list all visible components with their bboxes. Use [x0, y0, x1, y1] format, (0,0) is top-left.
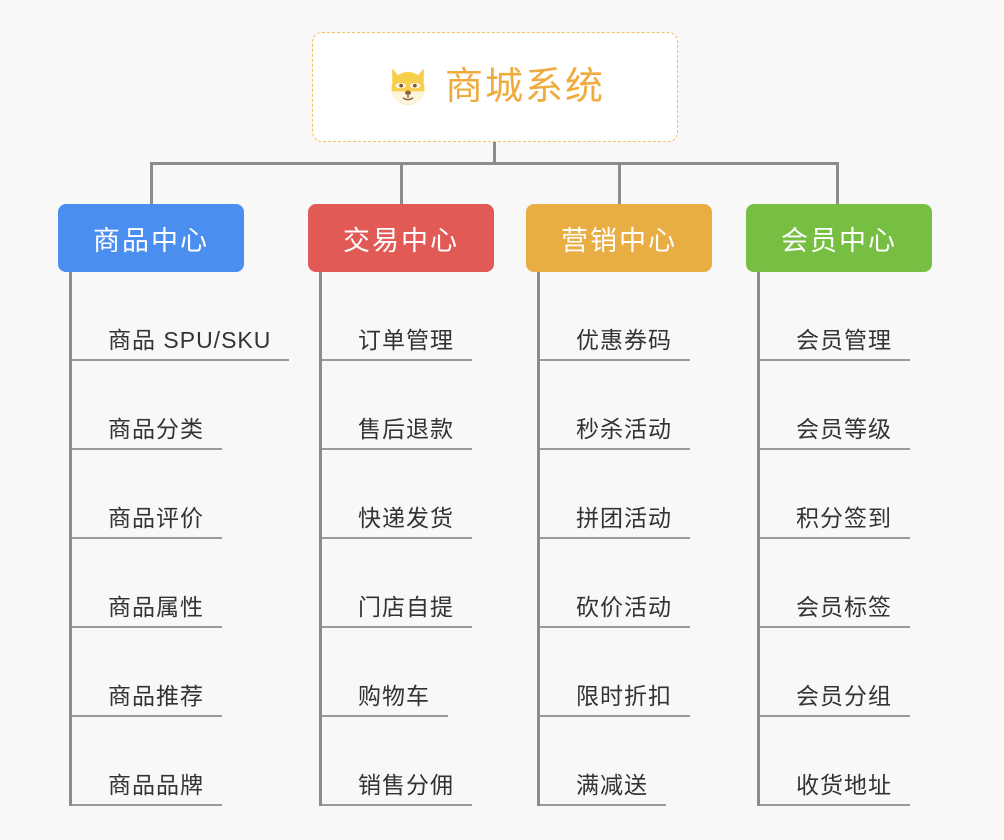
list-item[interactable]: 会员标签 — [760, 539, 932, 628]
list-item[interactable]: 销售分佣 — [322, 717, 494, 806]
connector-drop-marketing-center — [618, 162, 621, 206]
list-item[interactable]: 优惠券码 — [540, 272, 712, 361]
list-item[interactable]: 商品评价 — [72, 450, 289, 539]
list-item[interactable]: 购物车 — [322, 628, 494, 717]
list-item[interactable]: 商品品牌 — [72, 717, 289, 806]
list-item[interactable]: 商品 SPU/SKU — [72, 272, 290, 361]
list-item[interactable]: 秒杀活动 — [540, 361, 712, 450]
root-title: 商城系统 — [444, 66, 605, 108]
leaf-label: 拼团活动 — [576, 504, 672, 531]
leaf-label: 售后退款 — [358, 415, 454, 442]
list-item[interactable]: 商品推荐 — [72, 628, 289, 717]
leaf-label: 会员等级 — [796, 415, 892, 442]
connector-drop-trade-center — [400, 162, 403, 206]
leaf-label: 优惠券码 — [576, 326, 672, 353]
leaf-label: 门店自提 — [358, 593, 454, 620]
leaf-label: 订单管理 — [358, 326, 454, 353]
list-item[interactable]: 会员管理 — [760, 272, 932, 361]
category-box-trade-center[interactable]: 交易中心 — [308, 204, 494, 272]
leaf-label: 秒杀活动 — [576, 415, 672, 442]
leaf-label: 会员标签 — [796, 593, 892, 620]
list-item[interactable]: 会员分组 — [760, 628, 932, 717]
leaf-list-marketing-center: 优惠券码 秒杀活动 拼团活动 砍价活动 限时折扣 满减送 — [537, 272, 712, 806]
list-item[interactable]: 限时折扣 — [540, 628, 712, 717]
category-box-member-center[interactable]: 会员中心 — [746, 204, 932, 272]
leaf-list-member-center: 会员管理 会员等级 积分签到 会员标签 会员分组 收货地址 — [757, 272, 932, 806]
column-trade-center: 交易中心 订单管理 售后退款 快递发货 门店自提 购物车 销售分佣 — [308, 204, 494, 806]
leaf-label: 购物车 — [358, 682, 430, 709]
list-item[interactable]: 订单管理 — [322, 272, 494, 361]
leaf-label: 商品分类 — [108, 415, 204, 442]
category-box-product-center[interactable]: 商品中心 — [58, 204, 244, 272]
leaf-label: 会员管理 — [796, 326, 892, 353]
list-item[interactable]: 门店自提 — [322, 539, 494, 628]
connector-root-stem — [493, 142, 496, 164]
leaf-list-trade-center: 订单管理 售后退款 快递发货 门店自提 购物车 销售分佣 — [319, 272, 494, 806]
category-label-product-center: 商品中心 — [93, 225, 209, 256]
category-label-marketing-center: 营销中心 — [561, 225, 677, 256]
list-item[interactable]: 拼团活动 — [540, 450, 712, 539]
list-item[interactable]: 商品分类 — [72, 361, 289, 450]
list-item[interactable]: 快递发货 — [322, 450, 494, 539]
connector-horizontal-bus — [150, 162, 839, 165]
leaf-label: 限时折扣 — [576, 682, 672, 709]
connector-drop-member-center — [836, 162, 839, 206]
leaf-label: 商品 SPU/SKU — [108, 326, 272, 353]
list-item[interactable]: 满减送 — [540, 717, 712, 806]
leaf-label: 商品评价 — [108, 504, 204, 531]
leaf-list-product-center: 商品 SPU/SKU 商品分类 商品评价 商品属性 商品推荐 商品品牌 — [69, 272, 290, 806]
leaf-label: 商品品牌 — [108, 771, 204, 798]
leaf-label: 收货地址 — [796, 771, 892, 798]
column-marketing-center: 营销中心 优惠券码 秒杀活动 拼团活动 砍价活动 限时折扣 满减送 — [526, 204, 712, 806]
list-item[interactable]: 售后退款 — [322, 361, 494, 450]
list-item[interactable]: 会员等级 — [760, 361, 932, 450]
category-box-marketing-center[interactable]: 营销中心 — [526, 204, 712, 272]
column-member-center: 会员中心 会员管理 会员等级 积分签到 会员标签 会员分组 收货地址 — [746, 204, 932, 806]
list-item[interactable]: 商品属性 — [72, 539, 289, 628]
leaf-label: 砍价活动 — [576, 593, 672, 620]
leaf-label: 积分签到 — [796, 504, 892, 531]
category-label-trade-center: 交易中心 — [343, 225, 459, 256]
leaf-label: 满减送 — [576, 771, 648, 798]
category-label-member-center: 会员中心 — [781, 225, 897, 256]
list-item[interactable]: 积分签到 — [760, 450, 932, 539]
shiba-dog-face-icon — [391, 68, 425, 105]
leaf-label: 会员分组 — [796, 682, 892, 709]
root-node-shop-system[interactable]: 商城系统 — [312, 32, 678, 142]
column-product-center: 商品中心 商品 SPU/SKU 商品分类 商品评价 商品属性 商品推荐 商品品牌 — [58, 204, 290, 806]
connector-drop-product-center — [150, 162, 153, 206]
leaf-label: 快递发货 — [358, 504, 454, 531]
list-item[interactable]: 收货地址 — [760, 717, 932, 806]
list-item[interactable]: 砍价活动 — [540, 539, 712, 628]
leaf-label: 商品属性 — [108, 593, 204, 620]
leaf-label: 商品推荐 — [108, 682, 204, 709]
leaf-label: 销售分佣 — [358, 771, 454, 798]
